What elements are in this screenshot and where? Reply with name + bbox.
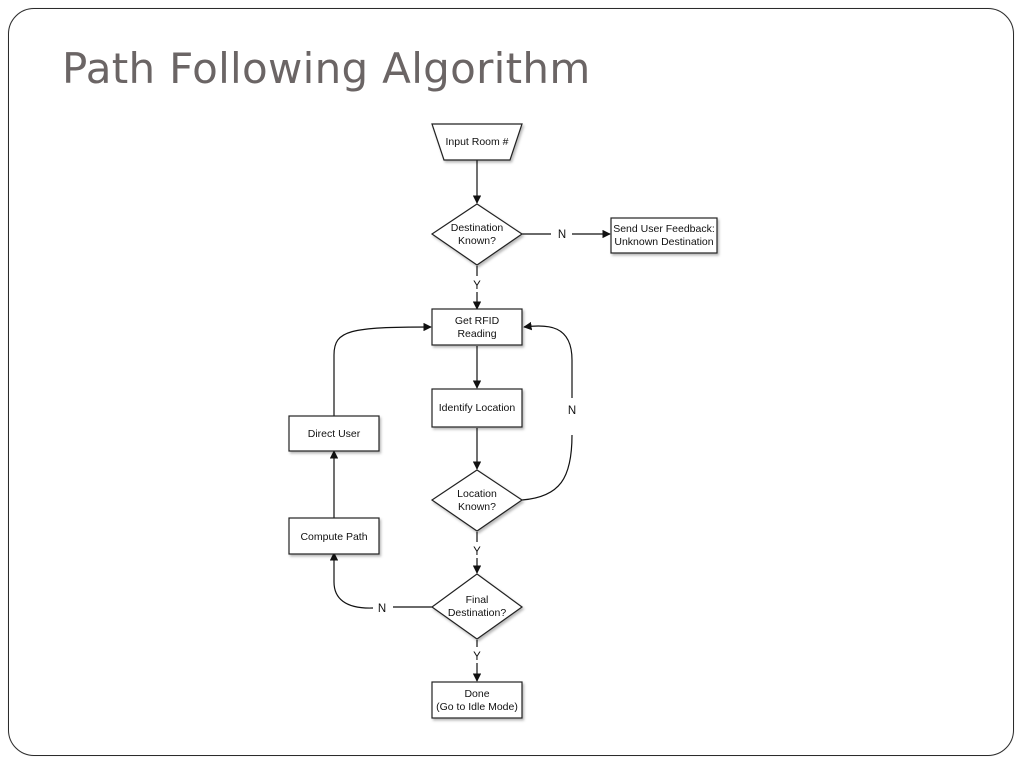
edge-location-no-loop — [521, 434, 573, 501]
flowchart-edge-labels: N Y N Y N Y — [378, 229, 576, 663]
node-input-room-text: Input Room # — [445, 136, 508, 148]
edge-label-destination-yes: Y — [473, 280, 481, 292]
flowchart-node-send-feedback: Send User Feedback: Unknown Destination — [610, 217, 718, 254]
flowchart-node-compute-path: Compute Path — [288, 517, 380, 555]
edge-location-no-to-rfid — [523, 321, 573, 398]
node-identify-location-text: Identify Location — [439, 402, 516, 414]
node-done-line2: (Go to Idle Mode) — [436, 701, 518, 713]
node-final-destination-line2: Destination? — [448, 607, 507, 619]
edge-label-destination-no: N — [558, 229, 566, 241]
node-destination-known-line2: Known? — [458, 235, 496, 247]
node-done-line1: Done — [464, 688, 489, 700]
edge-label-location-no: N — [568, 405, 576, 417]
flowchart-node-direct-user: Direct User — [288, 415, 380, 452]
node-direct-user-text: Direct User — [308, 428, 361, 440]
edge-direct-to-rfid — [333, 322, 432, 416]
edge-label-final-yes: Y — [473, 651, 481, 663]
node-location-known-line2: Known? — [458, 501, 496, 513]
node-final-destination-line1: Final — [466, 594, 489, 606]
edge-final-no-to-compute — [329, 552, 374, 609]
flowchart-node-location-known: Location Known? — [430, 469, 524, 532]
node-location-known-line1: Location — [457, 488, 497, 500]
flowchart-node-input-room: Input Room # — [431, 123, 523, 161]
flowchart-node-final-destination: Final Destination? — [430, 573, 524, 640]
node-send-feedback-line1: Send User Feedback: — [613, 223, 715, 235]
slide-title: Path Following Algorithm — [62, 44, 591, 93]
node-compute-path-text: Compute Path — [300, 531, 367, 543]
flowchart-node-get-rfid: Get RFID Reading — [431, 308, 523, 346]
flowchart-node-destination-known: Destination Known? — [430, 203, 524, 266]
edge-label-location-yes: Y — [473, 546, 481, 558]
node-destination-known-line1: Destination — [451, 222, 504, 234]
flowchart-edges — [329, 160, 611, 682]
node-get-rfid-line2: Reading — [457, 328, 496, 340]
edge-label-final-no: N — [378, 603, 386, 615]
flowchart-node-identify-location: Identify Location — [431, 388, 523, 428]
node-send-feedback-line2: Unknown Destination — [614, 236, 713, 248]
flowchart-node-done: Done (Go to Idle Mode) — [431, 681, 523, 719]
node-get-rfid-line1: Get RFID — [455, 315, 500, 327]
